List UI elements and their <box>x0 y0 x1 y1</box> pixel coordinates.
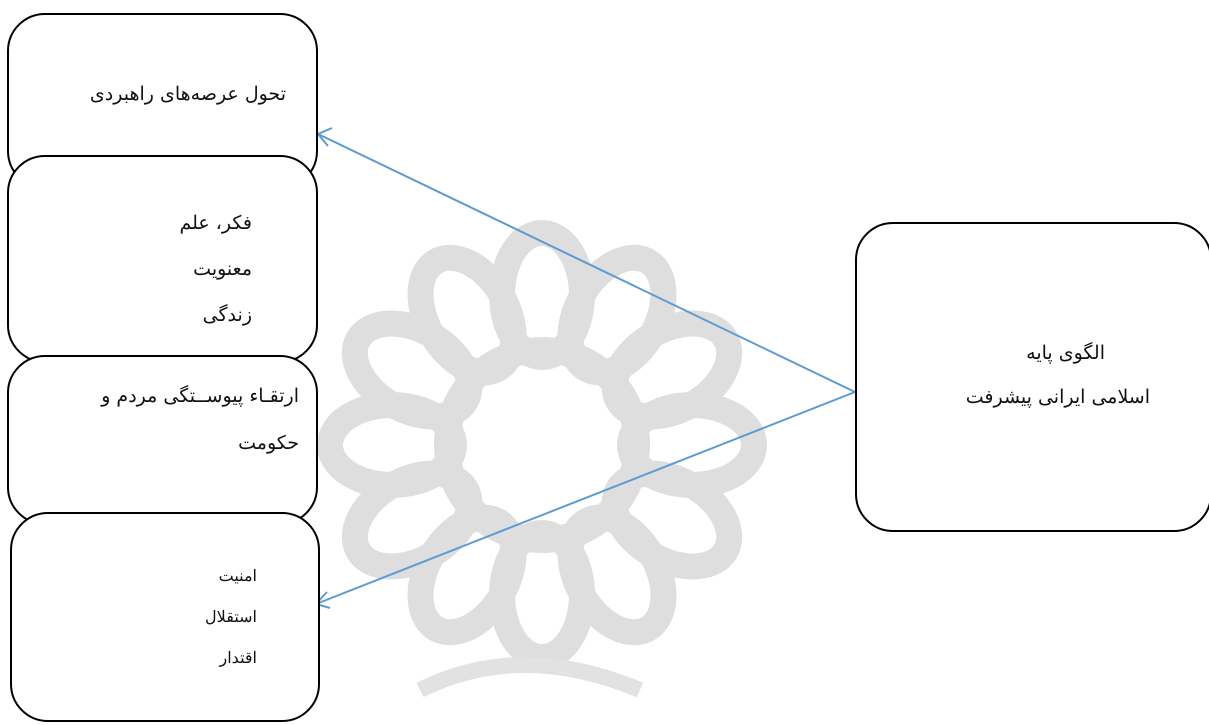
arrow-to-security-box <box>315 391 856 605</box>
thought-science-box <box>7 155 318 363</box>
people-government-line2: حکومت <box>238 432 299 454</box>
center-model-line1: الگوی پایه <box>1026 342 1105 364</box>
arrow-head-top-icon <box>316 127 333 147</box>
security-line1: امنیت <box>218 566 257 585</box>
thought-science-line2: معنویت <box>193 258 252 280</box>
thought-science-line1: فکر، علم <box>179 212 252 234</box>
security-line3: اقتدار <box>219 648 258 667</box>
thought-science-line3: زندگی <box>202 304 252 326</box>
center-model-box <box>855 222 1209 532</box>
security-line2: استقلال <box>205 607 257 626</box>
center-model-line2: اسلامی ایرانی پیشرفت <box>965 386 1150 408</box>
strategic-fields-label: تحول عرصه‌های راهبردی <box>89 83 286 105</box>
watermark-petal <box>601 310 743 430</box>
arrow-to-strategic-fields <box>317 133 856 393</box>
people-government-line1: ارتقـاء پیوســتگی مردم و <box>101 385 299 407</box>
security-box <box>10 512 320 722</box>
